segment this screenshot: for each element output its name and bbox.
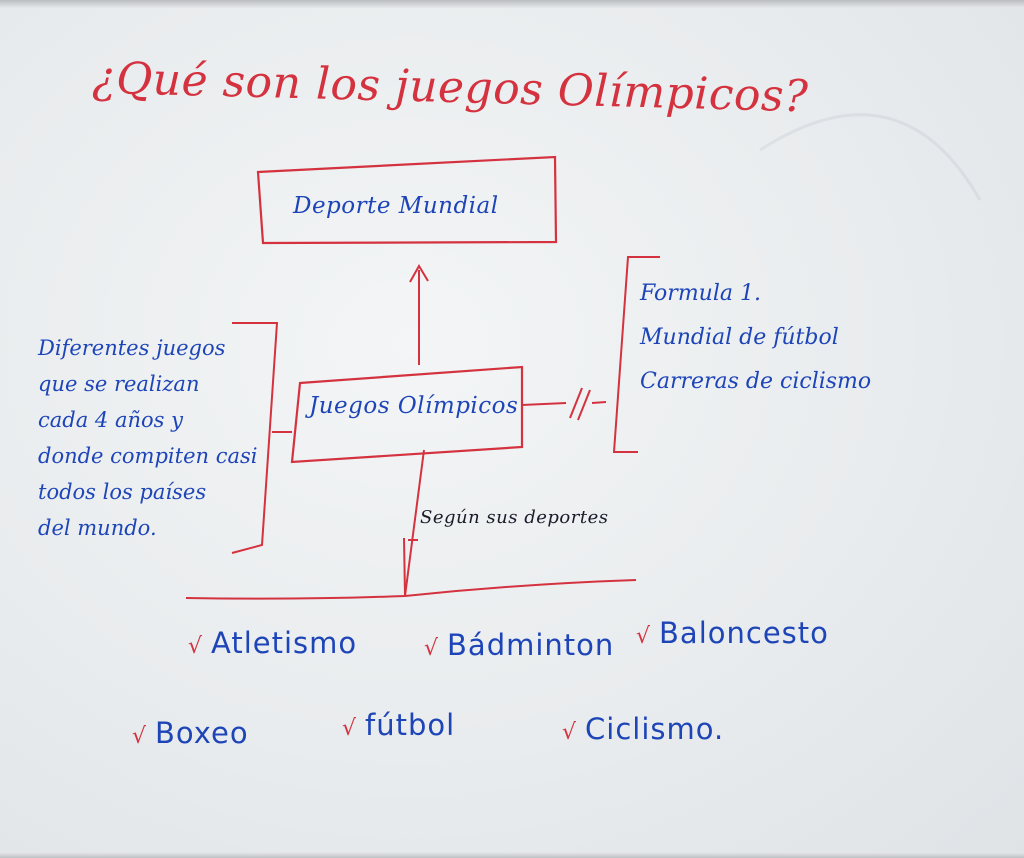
sport-item: √ Ciclismo. <box>562 712 724 746</box>
check-icon: √ <box>636 624 652 649</box>
check-icon: √ <box>188 634 204 659</box>
sport-label: Baloncesto <box>659 616 829 650</box>
sport-label: Boxeo <box>155 716 249 750</box>
definition-line: que se realizan <box>38 372 200 396</box>
center-box-outline <box>290 365 524 464</box>
sport-item: √ Boxeo <box>132 716 249 750</box>
right-connector <box>521 402 567 406</box>
check-icon: √ <box>342 716 358 741</box>
definition-line: todos los países <box>38 480 207 504</box>
tree-stem-1 <box>404 449 425 597</box>
erased-arc <box>759 113 982 201</box>
sport-item: √ Baloncesto <box>636 616 829 650</box>
sport-item: √ fútbol <box>342 708 455 742</box>
sport-label: Atletismo <box>211 626 358 660</box>
sport-label: fútbol <box>365 708 456 742</box>
sport-label: Ciclismo. <box>585 712 725 746</box>
criterion-label: Según sus deportes <box>420 507 609 528</box>
top-box-label: Deporte Mundial <box>293 193 499 219</box>
check-icon: √ <box>562 720 578 745</box>
top-box-outline <box>256 155 558 245</box>
tree-stem-2 <box>403 537 406 597</box>
definition-line: donde compiten casi <box>38 444 258 468</box>
sport-item: √ Atletismo <box>188 626 357 660</box>
right-bracket <box>612 256 660 453</box>
whiteboard-frame-bottom <box>0 852 1024 858</box>
slash-1 <box>569 387 583 419</box>
check-icon: √ <box>132 724 148 749</box>
definition-text: Diferentes juegos que se realizan cada 4… <box>38 330 268 546</box>
arrow-up-head <box>409 264 429 283</box>
sport-label: Bádminton <box>447 628 615 662</box>
example-item: Formula 1. <box>640 281 761 306</box>
slash-2 <box>577 389 591 421</box>
center-box-label: Juegos Olímpicos <box>309 393 519 419</box>
tree-branch-line <box>185 579 637 600</box>
examples-list: Formula 1. Mundial de fútbol Carreras de… <box>640 272 871 404</box>
definition-line: del mundo. <box>38 516 157 540</box>
left-bracket <box>231 322 279 554</box>
definition-line: Diferentes juegos <box>38 336 226 360</box>
sport-item: √ Bádminton <box>424 628 614 662</box>
definition-line: cada 4 años y <box>38 408 183 432</box>
example-item: Mundial de fútbol <box>640 325 839 350</box>
check-icon: √ <box>424 636 440 661</box>
whiteboard-frame-top <box>0 0 1024 8</box>
example-item: Carreras de ciclismo <box>640 369 872 394</box>
right-connector-2 <box>591 401 607 404</box>
